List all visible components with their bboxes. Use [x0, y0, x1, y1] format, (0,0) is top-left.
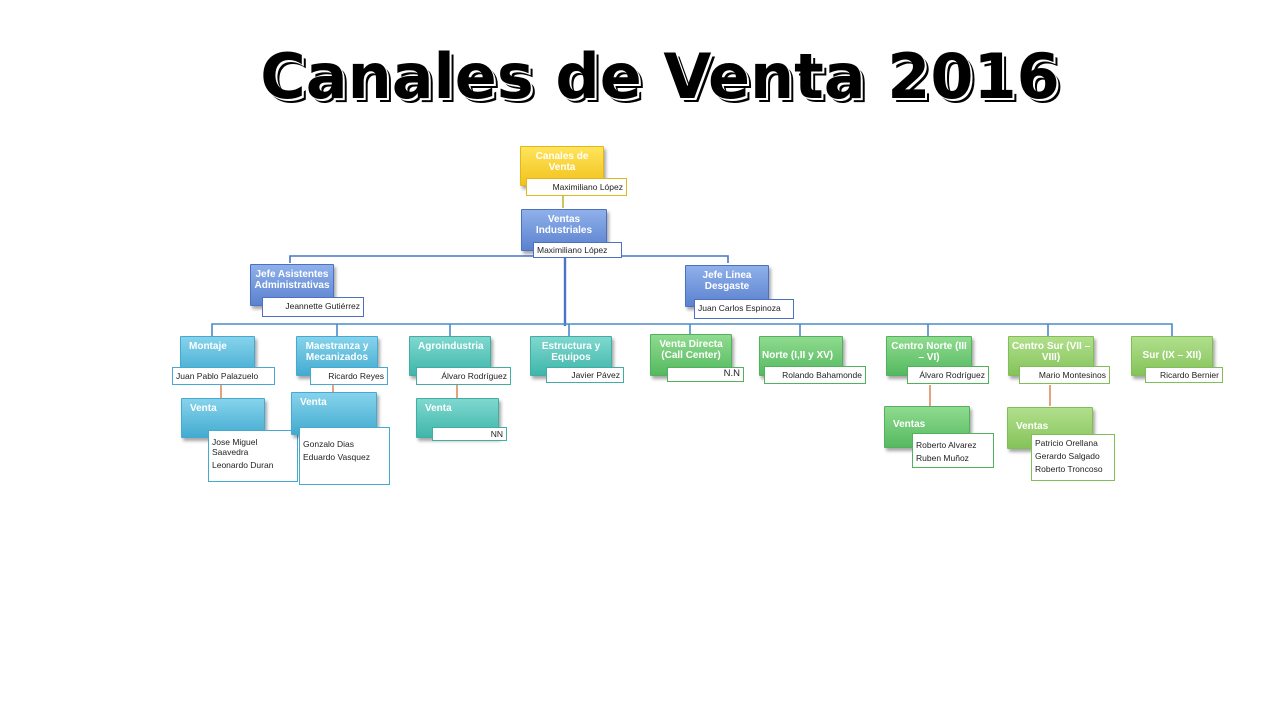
- person-name: Patricio Orellana: [1035, 438, 1098, 448]
- org-node-channel-sur-person: Ricardo Bernier: [1145, 367, 1223, 383]
- person-name: Jose Miguel Saavedra: [212, 437, 258, 457]
- org-node-channel-venta-directa-person: N.N: [667, 367, 744, 382]
- person-name: Roberto Alvarez: [916, 440, 977, 450]
- connector-assistants: [289, 255, 729, 263]
- org-node-channel-norte-person: Rolando Bahamonde: [764, 366, 866, 384]
- connector-channel-bus: [211, 323, 1173, 336]
- org-node-channel-centro-sur-person: Mario Montesinos: [1019, 366, 1110, 384]
- org-node-maestranza-sub-people: Gonzalo Dias Eduardo Vasquez: [299, 427, 390, 485]
- org-node-montaje-sub-people: Jose Miguel Saavedra Leonardo Duran: [208, 430, 298, 482]
- org-node-head-person: Maximiliano López: [533, 242, 622, 258]
- person-name: Roberto Troncoso: [1035, 464, 1103, 474]
- person-name: Gonzalo Dias: [303, 439, 355, 449]
- org-node-centro-norte-sub-people: Roberto Alvarez Ruben Muñoz: [912, 433, 994, 468]
- org-node-agroindustria-sub-people: NN: [432, 427, 507, 441]
- org-node-channel-centro-norte-person: Álvaro Rodríguez: [907, 366, 989, 384]
- org-node-assistant-1-person: Jeannette Gutiérrez: [262, 297, 364, 317]
- org-node-channel-estructura-person: Javier Pávez: [546, 367, 624, 383]
- person-name: Eduardo Vasquez: [303, 452, 370, 462]
- org-node-centro-sur-sub-people: Patricio Orellana Gerardo Salgado Robert…: [1031, 434, 1115, 481]
- person-name: Ruben Muñoz: [916, 453, 969, 463]
- org-node-root-person: Maximiliano López: [526, 178, 627, 196]
- page-title: Canales de Venta 2016: [260, 40, 1060, 113]
- person-name: Gerardo Salgado: [1035, 451, 1100, 461]
- org-node-channel-montaje-person: Juan Pablo Palazuelo: [172, 367, 275, 385]
- person-name: Leonardo Duran: [212, 460, 274, 470]
- org-node-channel-agroindustria-person: Álvaro Rodríguez: [416, 367, 511, 385]
- org-node-channel-maestranza-person: Ricardo Reyes: [310, 367, 388, 385]
- org-node-assistant-2-person: Juan Carlos Espinoza: [694, 299, 794, 319]
